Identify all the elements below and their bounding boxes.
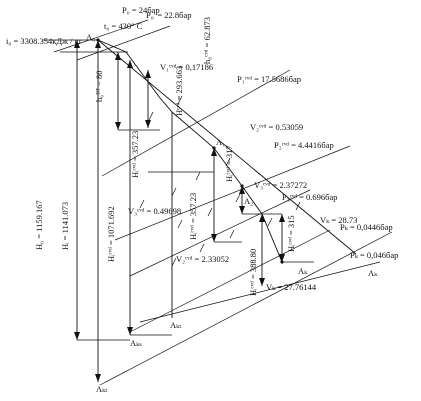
arrow — [127, 60, 133, 68]
label-pk-046: Pₖ = 0,046бар — [350, 250, 398, 260]
labels: P₀ = 24бар P₀' = 22.8бар t₀ = 430° С i₀ … — [6, 5, 398, 394]
arrow — [259, 278, 265, 286]
point-ak — [280, 260, 284, 264]
arrow — [95, 374, 101, 382]
label-v3: V₃ᶜᵛᵈ = 2.37272 — [254, 180, 307, 190]
isobar-p1 — [101, 69, 291, 177]
label-h357b: Hᵢᶜᵛᵈ = 357.23 — [188, 193, 198, 240]
label-aks: Aₖₛ — [130, 338, 142, 348]
label-a0: A₀ — [86, 32, 95, 42]
label-v-049: V₃ᶜᵛᵈ = 0.49698 — [128, 206, 181, 216]
tick — [235, 193, 241, 203]
isobar-p0prime — [76, 25, 171, 61]
label-v2: V₂ᶜᵛᵈ = 0.53059 — [250, 122, 303, 132]
label-h315: Hᵢᶜᵛᵈ = 315 — [286, 215, 296, 252]
label-dh: h₀ᶜᵛᵈ = 62.873 — [202, 17, 212, 64]
arrow — [145, 120, 151, 128]
arrow — [74, 40, 80, 48]
arrow — [127, 327, 133, 335]
tick — [207, 207, 213, 217]
arrow — [115, 122, 121, 130]
label-a1: A₁ — [216, 137, 225, 147]
label-v1: V₁ᶜᵛᵈ = 0,17186 — [160, 62, 213, 72]
tick — [267, 217, 273, 227]
isobar-p2 — [114, 145, 351, 241]
state-points — [96, 38, 284, 264]
point-a2 — [240, 184, 244, 188]
arrow — [145, 70, 151, 78]
label-v-233: V₂ᶜᵛᵈ = 2.33052 — [176, 254, 229, 264]
arrow — [211, 148, 217, 156]
process-line — [97, 39, 283, 263]
arrow — [115, 52, 121, 60]
tick — [229, 229, 235, 239]
arrow — [211, 234, 217, 242]
label-i0: i₀ = 3308.354кДж / кг — [6, 36, 83, 46]
tick — [139, 199, 145, 209]
label-a2: A₂ — [244, 196, 253, 206]
arrowheads — [74, 40, 285, 382]
label-h1071: Hᵢᶜᵛᵈ = 1071.692 — [106, 206, 116, 262]
isobar-pk-upper — [99, 231, 393, 386]
label-p0: P₀ = 24бар — [122, 5, 160, 15]
label-hi: Hᵢ = 1141.073 — [60, 202, 70, 250]
label-akt: Aₖₜ — [170, 320, 182, 330]
tick — [177, 219, 183, 229]
label-vk: Vₖ = 28.73 — [320, 215, 357, 225]
arrow — [279, 214, 285, 222]
tick — [148, 111, 154, 121]
label-h80: h₀ᴰᵀ = 80 — [94, 71, 104, 103]
label-h317: Hᵢᶜᵛᵈ = 317 — [224, 145, 234, 182]
label-hcvd: Hᶜᵛᵈ = 293.663 — [174, 66, 184, 116]
arrow — [279, 254, 285, 262]
label-p0prime: P₀' = 22.8бар — [146, 10, 192, 20]
tick-marks — [139, 95, 301, 267]
horizontal-lines — [43, 39, 314, 341]
tick — [225, 157, 231, 167]
point-a1 — [212, 146, 216, 150]
label-ak-bottom: Aₖ — [368, 268, 378, 278]
point-a0 — [96, 38, 100, 42]
isobar-p3 — [129, 189, 311, 277]
tick — [171, 257, 177, 267]
label-vk-27: Vₖ = 27.76144 — [266, 282, 317, 292]
label-t0: t₀ = 430° С — [104, 21, 143, 31]
label-h357a: Hᵢᶜᵛᵈ = 357.23 — [130, 131, 140, 178]
arrow — [239, 186, 245, 194]
label-p2: P₂ᶜᵛᵈ = 4.4416бар — [274, 140, 334, 150]
label-h388: Hᵢᶜᵛᵈ = 388.80 — [248, 249, 258, 296]
label-ak: Aₖ — [298, 266, 308, 276]
label-akt2: Aₖₜ — [96, 384, 108, 394]
arrow — [95, 40, 101, 48]
tick — [171, 187, 177, 197]
expansion-line — [97, 39, 357, 263]
isobar-p0 — [53, 19, 149, 53]
isobar-pk-mid — [129, 229, 331, 333]
label-p3: P₃ᶜᵛᵈ = 0.696бар — [282, 192, 338, 202]
arrow — [74, 332, 80, 340]
arrow — [259, 214, 265, 222]
tick — [295, 201, 301, 211]
tick — [195, 171, 201, 181]
isentropic-line — [97, 39, 357, 255]
label-h0: H₀ = 1159.167 — [34, 200, 44, 250]
label-pk-0446: Pₖ = 0,0446бар — [340, 222, 393, 232]
tick — [199, 243, 205, 253]
tick — [177, 95, 183, 105]
label-p1: P₁ᶜᵛᵈ = 17.5686бар — [237, 74, 301, 84]
arrow — [239, 206, 245, 214]
isobar-lines — [53, 19, 393, 386]
isobar-pk-lower — [139, 261, 381, 323]
vertical-lines — [76, 40, 283, 382]
